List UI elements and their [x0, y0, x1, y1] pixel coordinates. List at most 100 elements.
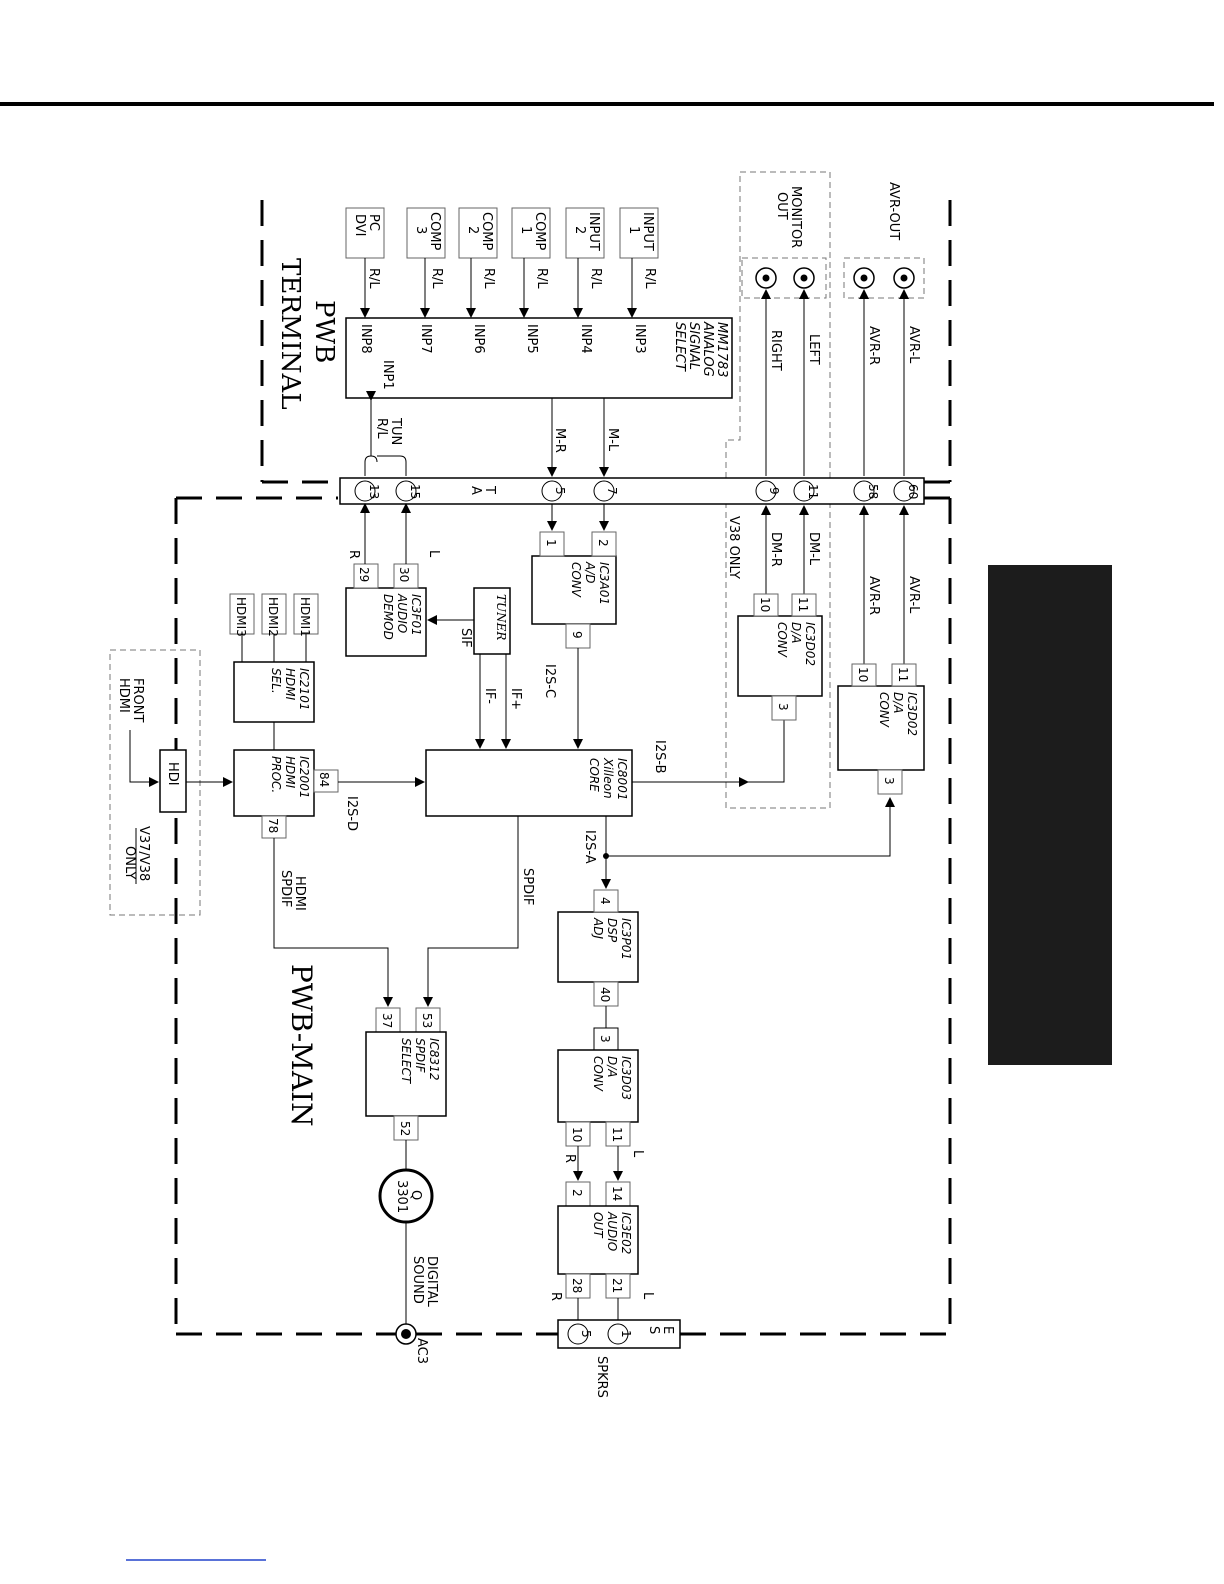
- svg-text:3: 3: [882, 777, 896, 785]
- avr-l-main-label: AVR-L: [906, 576, 921, 614]
- svg-text:4: 4: [598, 897, 612, 905]
- svg-text:ADJ: ADJ: [591, 917, 605, 939]
- m-l-label: M-L: [605, 428, 620, 452]
- svg-text:5: 5: [579, 1330, 593, 1338]
- svg-text:R/L: R/L: [534, 268, 549, 289]
- svg-text:14: 14: [610, 1186, 624, 1201]
- svg-text:TUNER: TUNER: [494, 594, 508, 640]
- avr-jack-box: [843, 257, 925, 299]
- svg-text:DVI: DVI: [352, 214, 367, 237]
- v37-v38-label-1: V37/V38: [136, 826, 151, 881]
- hdi-block: HDI: [159, 749, 187, 813]
- svg-text:7: 7: [605, 487, 619, 495]
- input-arrows: [360, 258, 637, 318]
- svg-text:IC2001: IC2001: [297, 756, 311, 798]
- svg-text:R/L: R/L: [429, 268, 444, 289]
- m-signals: [547, 398, 609, 477]
- svg-text:ANALOG: ANALOG: [700, 321, 715, 377]
- svg-text:9: 9: [767, 487, 781, 495]
- svg-text:R/L: R/L: [588, 268, 603, 289]
- svg-text:1: 1: [544, 539, 558, 547]
- i2s-b-to-ic3d02a: [748, 720, 785, 783]
- svg-text:INP4: INP4: [578, 324, 593, 354]
- svg-text:AVR-OUT: AVR-OUT: [886, 182, 901, 240]
- svg-text:1: 1: [619, 1330, 633, 1338]
- i2s-c-label: I2S-C: [542, 664, 557, 698]
- svg-text:IC3P01: IC3P01: [619, 918, 633, 960]
- svg-text:D/A: D/A: [891, 692, 905, 714]
- svg-text:1: 1: [518, 226, 533, 234]
- svg-text:10: 10: [570, 1127, 584, 1142]
- svg-text:IC8001: IC8001: [615, 758, 629, 800]
- left-label: LEFT: [806, 334, 821, 365]
- ic8001-xilleon-core: IC8001 Xilleon CORE: [425, 749, 633, 817]
- digital-sound-label-1: DIGITAL: [424, 1256, 439, 1308]
- svg-text:3: 3: [413, 226, 428, 234]
- svg-text:INP5: INP5: [524, 324, 539, 354]
- svg-text:CONV: CONV: [569, 562, 583, 598]
- connector-ta: T A 13 15 5 7 9 11 58 60: [339, 477, 925, 505]
- svg-text:INP8: INP8: [358, 324, 373, 354]
- svg-text:SELECT: SELECT: [672, 322, 687, 372]
- svg-text:Q: Q: [408, 1190, 423, 1200]
- ic3p01-dsp-adj: IC3P01 DSP ADJ 4 40: [557, 889, 639, 1007]
- dm-l-label: DM-L: [806, 532, 821, 566]
- input-sources: INPUT 1 INPUT 2 COMP 1 COMP 2 COMP 3 PC …: [345, 207, 659, 259]
- tun-rl-label: R/L: [374, 418, 389, 439]
- svg-text:IC3A01: IC3A01: [597, 562, 611, 605]
- svg-text:IC3F01: IC3F01: [409, 594, 423, 636]
- main-title: PWB-MAIN: [285, 964, 318, 1127]
- monitor-out-jacks: MONITOR OUT: [755, 186, 815, 289]
- svg-text:T: T: [482, 485, 497, 494]
- svg-text:OUT: OUT: [774, 192, 789, 220]
- ic3d02-avr-da-conv: IC3D02 D/A CONV 11 10 3: [837, 663, 925, 795]
- if-minus-label: IF-: [482, 688, 497, 704]
- svg-text:S: S: [646, 1326, 661, 1334]
- svg-text:10: 10: [758, 597, 772, 612]
- svg-text:3301: 3301: [394, 1180, 409, 1213]
- avr-r-label: AVR-R: [866, 326, 881, 365]
- svg-text:Xilleon: Xilleon: [601, 757, 615, 799]
- svg-text:INP6: INP6: [471, 324, 486, 354]
- ic3d03-da-conv: 3 IC3D03 D/A CONV 11 10: [557, 1027, 639, 1147]
- tuner-bracket: [364, 391, 407, 476]
- svg-text:2: 2: [465, 226, 480, 234]
- svg-text:HDMI: HDMI: [283, 668, 297, 701]
- svg-text:PROC.: PROC.: [269, 756, 283, 793]
- hdmi-spdif-label-1: HDMI: [292, 876, 307, 911]
- if-plus-label: IF+: [508, 688, 523, 710]
- svg-text:MM1783: MM1783: [714, 322, 729, 378]
- svg-text:84: 84: [317, 772, 331, 787]
- svg-text:HDMI3: HDMI3: [234, 597, 248, 637]
- svg-text:IC3D03: IC3D03: [619, 1056, 633, 1100]
- spkrs-label: SPKRS: [594, 1356, 609, 1398]
- svg-text:INP1: INP1: [380, 360, 395, 390]
- front-hdmi-label-2: HDMI: [116, 678, 131, 713]
- v37-v38-label-2: ONLY: [122, 846, 137, 879]
- svg-text:AUDIO: AUDIO: [605, 1211, 619, 1251]
- svg-text:DSP: DSP: [605, 918, 619, 943]
- out-l-label: L: [640, 1292, 655, 1300]
- svg-text:10: 10: [856, 667, 870, 682]
- rl-labels: R/L R/L R/L R/L R/L R/L: [366, 268, 657, 289]
- svg-text:IC3D02: IC3D02: [803, 622, 817, 666]
- svg-text:R/L: R/L: [366, 268, 381, 289]
- svg-text:HDMI: HDMI: [283, 756, 297, 789]
- svg-text:13: 13: [367, 484, 381, 499]
- da3-l-label: L: [630, 1150, 645, 1158]
- v38-only-region: [725, 171, 831, 809]
- front-hdmi-line: [129, 730, 159, 787]
- hdmi-input-boxes: HDMI1 HDMI2 HDMI3: [229, 593, 319, 637]
- svg-text:OUT: OUT: [591, 1212, 605, 1239]
- ic8312-spdif-select: 53 37 IC8312 SPDIF SELECT 52: [365, 1007, 447, 1141]
- svg-text:MONITOR: MONITOR: [788, 186, 803, 248]
- ic3d02-monitor-da-conv: IC3D02 D/A CONV 11 10 3: [737, 593, 823, 721]
- svg-text:15: 15: [408, 484, 422, 499]
- svg-text:R/L: R/L: [481, 268, 496, 289]
- front-hdmi-label-1: FRONT: [130, 678, 145, 722]
- svg-text:11: 11: [806, 484, 820, 499]
- hdmi-input-lines: [241, 634, 307, 750]
- sif-label: SIF: [458, 628, 473, 648]
- mm1783-signal-select: MM1783 ANALOG SIGNAL SELECT INP3 INP4 IN…: [345, 317, 733, 399]
- svg-text:DEMOD: DEMOD: [381, 594, 395, 640]
